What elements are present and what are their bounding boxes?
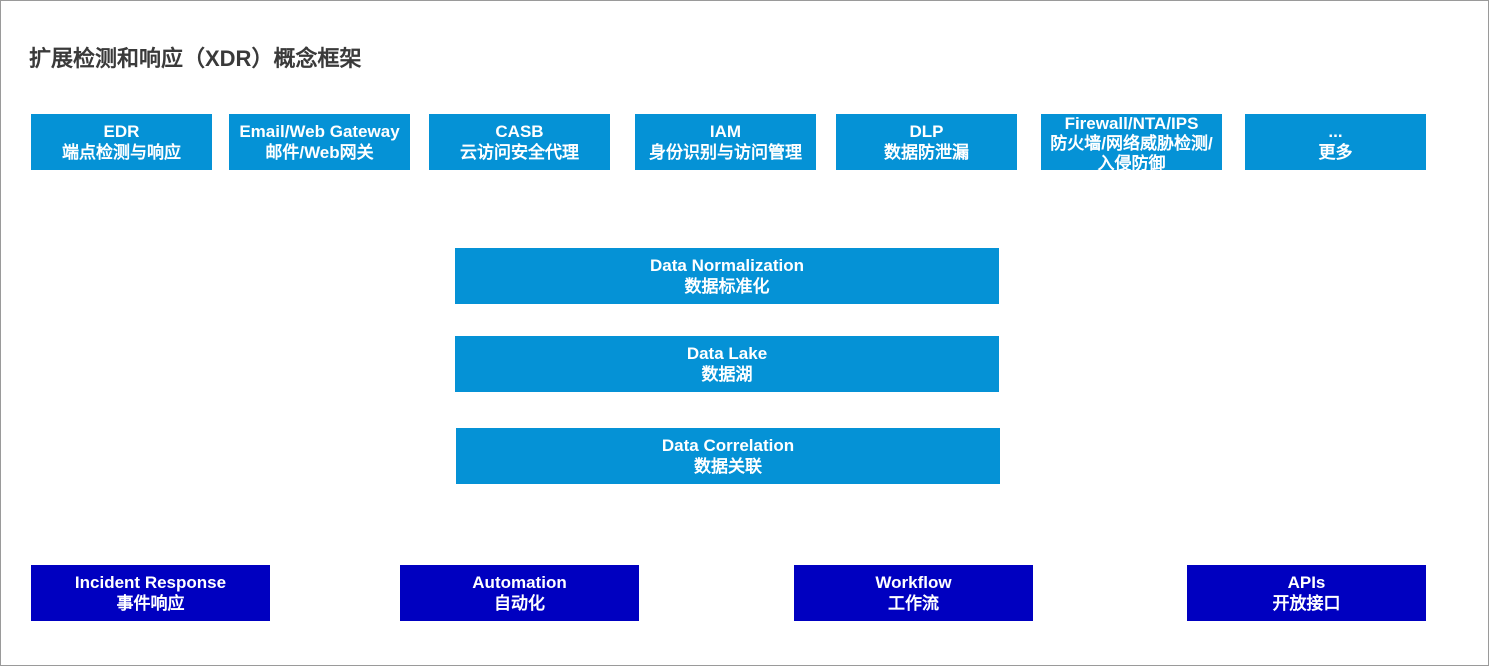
capability-label-cn: 自动化 [494, 594, 545, 613]
source-label-cn: 数据防泄漏 [884, 143, 969, 162]
source-label-en: ... [1328, 122, 1343, 141]
source-label-cn: 身份识别与访问管理 [649, 143, 802, 162]
pipeline-box-data-correlation: Data Correlation 数据关联 [456, 428, 1000, 484]
source-label-cn: 邮件/Web网关 [265, 143, 374, 162]
capability-box-automation: Automation 自动化 [400, 565, 639, 621]
capability-box-apis: APIs 开放接口 [1187, 565, 1426, 621]
source-box-firewall-nta-ips: Firewall/NTA/IPS 防火墙/网络威胁检测/ 入侵防御 [1041, 114, 1222, 170]
pipeline-label-en: Data Normalization [650, 256, 804, 275]
capability-label-cn: 开放接口 [1272, 594, 1341, 613]
source-label-cn: 更多 [1318, 143, 1353, 162]
source-box-edr: EDR 端点检测与响应 [31, 114, 212, 170]
source-label-en: CASB [495, 122, 544, 141]
source-box-dlp: DLP 数据防泄漏 [836, 114, 1017, 170]
pipeline-box-data-lake: Data Lake 数据湖 [455, 336, 999, 392]
source-box-email-web-gateway: Email/Web Gateway 邮件/Web网关 [229, 114, 410, 170]
capability-label-cn: 工作流 [888, 594, 939, 613]
source-label-en: DLP [909, 122, 944, 141]
pipeline-label-cn: 数据关联 [694, 457, 762, 476]
source-label-en: Firewall/NTA/IPS [1064, 114, 1199, 133]
source-box-iam: IAM 身份识别与访问管理 [635, 114, 816, 170]
capability-label-en: Incident Response [74, 573, 227, 592]
source-label-cn-line2: 入侵防御 [1097, 154, 1166, 170]
source-label-en: EDR [103, 122, 140, 141]
source-label-cn: 防火墙/网络威胁检测/ [1050, 134, 1213, 153]
source-label-cn: 云访问安全代理 [460, 143, 579, 162]
capability-label-cn: 事件响应 [116, 594, 185, 613]
pipeline-box-data-normalization: Data Normalization 数据标准化 [455, 248, 999, 304]
pipeline-label-cn: 数据标准化 [684, 277, 770, 296]
capability-label-en: Automation [472, 573, 567, 592]
pipeline-label-cn: 数据湖 [701, 365, 753, 384]
capability-box-workflow: Workflow 工作流 [794, 565, 1033, 621]
pipeline-label-en: Data Correlation [661, 436, 795, 455]
source-label-cn: 端点检测与响应 [62, 143, 181, 162]
pipeline-label-en: Data Lake [686, 344, 768, 363]
source-label-en: IAM [709, 122, 742, 141]
source-box-more: ... 更多 [1245, 114, 1426, 170]
source-box-casb: CASB 云访问安全代理 [429, 114, 610, 170]
capability-label-en: Workflow [875, 573, 952, 592]
diagram-title: 扩展检测和响应（XDR）概念框架 [29, 46, 362, 71]
capability-box-incident-response: Incident Response 事件响应 [31, 565, 270, 621]
capability-label-en: APIs [1287, 573, 1326, 592]
source-label-en: Email/Web Gateway [239, 122, 400, 141]
